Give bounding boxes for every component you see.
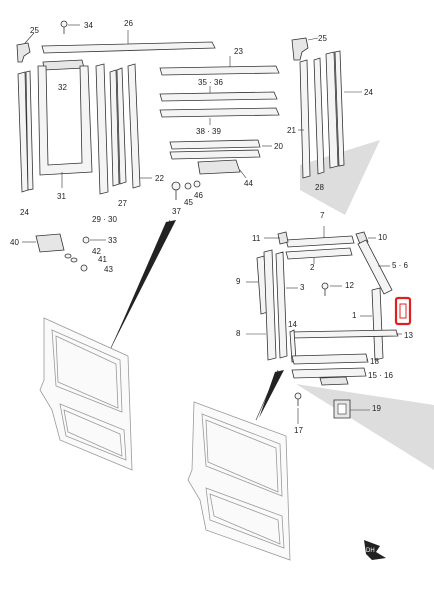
label-11: 11 — [252, 234, 261, 243]
part-25-bracket-left — [16, 32, 35, 63]
part-41-washer — [70, 257, 78, 263]
label-44: 44 — [244, 179, 253, 188]
part-1-strip — [371, 287, 384, 361]
part-46-nut — [193, 180, 201, 188]
label-26: 26 — [124, 19, 133, 28]
part-29-30-strip — [95, 63, 109, 195]
front-mark-icon: DH — [364, 540, 386, 560]
part-19-clip — [333, 399, 351, 419]
part-highlight-box — [394, 296, 412, 326]
label-31: 31 — [57, 192, 66, 201]
door-upper — [39, 317, 133, 471]
label-25-right: 25 — [318, 34, 327, 43]
part-3-strip — [275, 251, 288, 359]
part-27-strip — [109, 67, 127, 187]
part-35-36-strip — [159, 86, 278, 102]
label-23: 23 — [234, 47, 243, 56]
label-29-30: 29 · 30 — [92, 215, 117, 224]
label-13: 13 — [404, 331, 413, 340]
label-5-6: 5 · 6 — [392, 261, 409, 270]
label-25-left: 25 — [30, 26, 39, 35]
part-18-strip — [291, 353, 369, 365]
label-41: 41 — [98, 255, 107, 264]
part-7-strip — [285, 226, 355, 248]
label-24-right: 24 — [364, 88, 373, 97]
part-24-strip-left — [17, 70, 34, 193]
label-2: 2 — [310, 263, 315, 272]
part-42-washer — [64, 253, 72, 259]
part-11-clip — [277, 231, 289, 245]
part-8-strip — [263, 249, 277, 361]
label-14: 14 — [288, 320, 297, 329]
label-43: 43 — [104, 265, 113, 274]
part-25-bracket-right — [291, 37, 319, 61]
label-35-36: 35 · 36 — [198, 78, 223, 87]
label-27: 27 — [118, 199, 127, 208]
leader-lower-door-wedge — [259, 370, 284, 418]
part-5-6-diagonal — [357, 239, 393, 295]
label-21: 21 — [287, 126, 296, 135]
leader-upper-door-wedge — [112, 220, 176, 346]
label-40: 40 — [10, 238, 19, 247]
part-32-cap — [42, 59, 85, 71]
label-34: 34 — [84, 21, 93, 30]
callout-labels: 34 26 25 32 23 35 · 36 38 · 39 20 22 24 … — [10, 19, 413, 435]
label-28: 28 — [315, 183, 324, 192]
part-23-strip — [159, 56, 280, 76]
label-9: 9 — [236, 277, 241, 286]
label-10: 10 — [378, 233, 387, 242]
label-18: 18 — [370, 357, 379, 366]
label-19: 19 — [372, 404, 381, 413]
part-38-39-strip — [159, 107, 280, 125]
part-26-rail — [41, 30, 216, 54]
label-45: 45 — [184, 198, 193, 207]
part-17-screw — [294, 392, 302, 406]
part-31-u-frame — [37, 65, 93, 188]
label-17: 17 — [294, 426, 303, 435]
label-3: 3 — [300, 283, 305, 292]
label-8: 8 — [236, 329, 241, 338]
part-33-bolt — [82, 236, 106, 244]
part-24-strip-right — [325, 50, 362, 169]
part-37-bolt — [171, 181, 181, 200]
label-33: 33 — [108, 236, 117, 245]
part-34-screw — [60, 20, 80, 34]
part-2-strip — [285, 247, 353, 264]
label-37: 37 — [172, 207, 181, 216]
part-40-hinge — [22, 233, 65, 253]
label-32: 32 — [58, 83, 67, 92]
part-45-washer — [184, 182, 192, 190]
label-38-39: 38 · 39 — [196, 127, 221, 136]
part-43-nut — [80, 264, 88, 272]
label-24-left: 24 — [20, 208, 29, 217]
label-leaders — [246, 237, 402, 424]
label-12: 12 — [345, 281, 354, 290]
part-15-16-strip — [291, 367, 367, 386]
label-42: 42 — [92, 247, 101, 256]
label-46: 46 — [194, 191, 203, 200]
lower-beam — [296, 384, 434, 470]
part-12-screw — [321, 282, 329, 296]
label-20: 20 — [274, 142, 283, 151]
label-22: 22 — [155, 174, 164, 183]
front-mark-text: DH — [366, 548, 375, 554]
label-7: 7 — [320, 211, 325, 220]
part-21-strip — [298, 59, 311, 179]
part-20-strip — [169, 139, 272, 160]
part-28-strip — [313, 57, 325, 175]
door-lower — [187, 401, 291, 561]
part-44-bracket — [197, 159, 247, 179]
label-15-16: 15 · 16 — [368, 371, 393, 380]
part-22-strip — [127, 63, 152, 189]
label-1: 1 — [352, 311, 357, 320]
